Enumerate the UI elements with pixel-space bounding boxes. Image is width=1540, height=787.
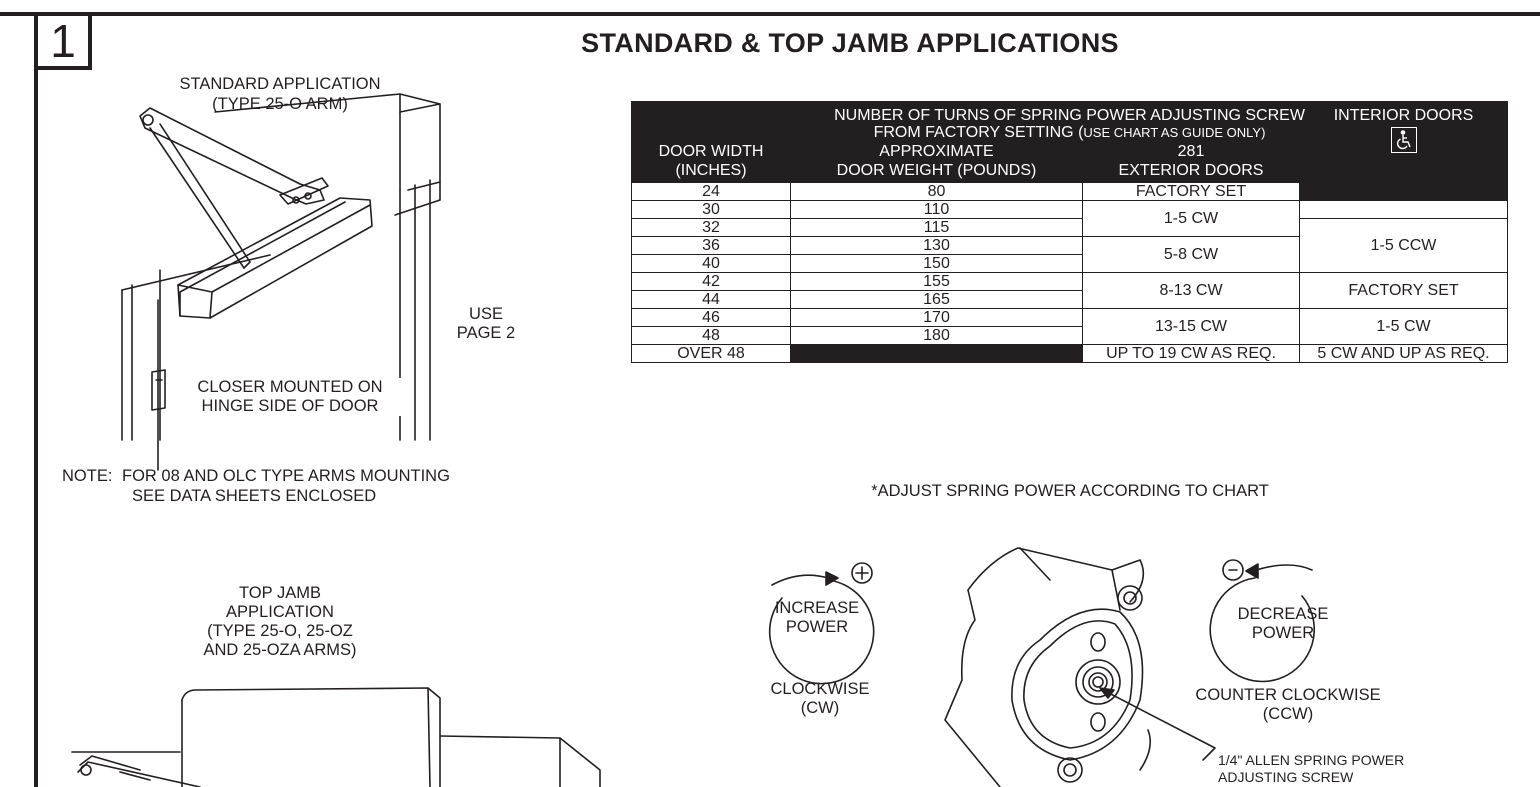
cell-weight: 115 <box>790 218 1083 237</box>
cell-interior: 5 CW AND UP AS REQ. <box>1298 344 1509 363</box>
cell-width: 44 <box>631 290 791 309</box>
cell-exterior: 5-8 CW <box>1082 236 1300 273</box>
cell-width: 48 <box>631 326 791 345</box>
use-page-label: USE PAGE 2 <box>456 305 516 342</box>
table-row: 24 80 FACTORY SET <box>631 182 1508 201</box>
table-header-line-2-small: USE CHART AS GUIDE ONLY) <box>1083 125 1266 140</box>
standard-application-illustration <box>121 93 441 471</box>
cell-exterior: UP TO 19 CW AS REQ. <box>1082 344 1300 363</box>
step-number: 1 <box>34 12 92 70</box>
closer-mounted-note: CLOSER MOUNTED ON HINGE SIDE OF DOOR <box>170 378 410 416</box>
cell-width: 30 <box>631 200 791 219</box>
table-row: 42 155 8-13 CW FACTORY SET <box>631 272 1509 309</box>
adjust-spring-note: *ADJUST SPRING POWER ACCORDING TO CHART <box>871 482 1269 500</box>
cell-interior-empty <box>1298 200 1509 219</box>
table-row: 46 170 13-15 CW 1-5 CW <box>631 308 1509 345</box>
table-row: 30 110 1-5 CW <box>631 200 1509 237</box>
col-door-width: DOOR WIDTH (INCHES) <box>631 141 791 183</box>
allen-screw-callout: 1/4" ALLEN SPRING POWER ADJUSTING SCREW <box>1218 752 1405 785</box>
cell-width: 40 <box>631 254 791 273</box>
standard-application-subtitle: (TYPE 25-O ARM) <box>212 95 348 113</box>
table-header-title: NUMBER OF TURNS OF SPRING POWER ADJUSTIN… <box>630 101 1509 142</box>
col-door-weight: APPROXIMATE DOOR WEIGHT (POUNDS) <box>790 141 1083 183</box>
cell-weight: 170 <box>790 308 1083 327</box>
decrease-power-dial-graphic <box>1209 563 1316 683</box>
frame-left-rule <box>34 12 38 787</box>
note-line-2: SEE DATA SHEETS ENCLOSED <box>132 487 377 505</box>
cell-weight: 165 <box>790 290 1083 309</box>
cell-weight: 80 <box>790 182 1083 201</box>
cell-weight-blank <box>790 344 1083 363</box>
table-column-header-row: DOOR WIDTH (INCHES) APPROXIMATE DOOR WEI… <box>631 107 1509 201</box>
cell-width: 36 <box>631 236 791 255</box>
cell-interior: 1-5 CCW <box>1298 218 1509 273</box>
cell-width: 24 <box>631 182 791 201</box>
cell-weight: 180 <box>790 326 1083 345</box>
cell-exterior: 13-15 CW <box>1082 308 1300 345</box>
cell-exterior: 1-5 CW <box>1082 200 1300 237</box>
table-header-line-2-main: FROM FACTORY SETTING ( <box>873 124 1084 141</box>
cell-width: 46 <box>631 308 791 327</box>
table-header-line-2: FROM FACTORY SETTING (USE CHART AS GUIDE… <box>632 124 1507 141</box>
wheelchair-icon <box>1390 127 1417 153</box>
page-title: STANDARD & TOP JAMB APPLICATIONS <box>581 28 1119 58</box>
top-jamb-application-illustration <box>71 687 601 787</box>
minus-icon <box>1222 559 1244 581</box>
closer-end-cap-graphic <box>944 547 1151 787</box>
callout-arrowhead <box>1099 687 1115 699</box>
cell-weight: 130 <box>790 236 1083 255</box>
col-exterior-doors: 281 EXTERIOR DOORS <box>1082 141 1300 183</box>
cell-width: 42 <box>631 272 791 291</box>
cell-weight: 150 <box>790 254 1083 273</box>
plus-icon-mark <box>855 566 869 580</box>
note-line-1: FOR 08 AND OLC TYPE ARMS MOUNTING <box>122 467 450 485</box>
table-header-row: NUMBER OF TURNS OF SPRING POWER ADJUSTIN… <box>630 101 1509 142</box>
callout-leader <box>1102 689 1216 761</box>
decrease-power-label: DECREASE POWER <box>1237 605 1329 642</box>
table-row: 32 115 1-5 CCW <box>631 218 1509 273</box>
cell-width: 32 <box>631 218 791 237</box>
cell-exterior: FACTORY SET <box>1082 182 1300 201</box>
plus-icon <box>851 562 873 584</box>
cell-width: OVER 48 <box>631 344 791 363</box>
cell-exterior: 8-13 CW <box>1082 272 1300 309</box>
cell-weight: 155 <box>790 272 1083 291</box>
table-row: 40 150 <box>631 254 1508 273</box>
cell-weight: 110 <box>790 200 1083 219</box>
col-interior-doors-label: INTERIOR DOORS <box>1333 107 1474 124</box>
spring-power-table: NUMBER OF TURNS OF SPRING POWER ADJUSTIN… <box>630 101 1509 363</box>
col-interior-doors: INTERIOR DOORS <box>1298 107 1509 201</box>
table-header-line-1: NUMBER OF TURNS OF SPRING POWER ADJUSTIN… <box>834 107 1305 124</box>
note-prefix: NOTE: <box>62 467 113 485</box>
cell-interior: 1-5 CW <box>1298 308 1509 345</box>
increase-power-dial-graphic <box>768 571 875 685</box>
counter-clockwise-label: COUNTER CLOCKWISE (CCW) <box>1195 686 1381 723</box>
frame-top-rule <box>0 12 1540 16</box>
clockwise-label: CLOCKWISE (CW) <box>770 680 870 717</box>
table-row: OVER 48 UP TO 19 CW AS REQ. 5 CW AND UP … <box>631 344 1509 363</box>
increase-power-label: INCREASE POWER <box>774 599 860 636</box>
cell-interior: FACTORY SET <box>1298 272 1509 309</box>
standard-application-title: STANDARD APPLICATION <box>179 75 381 93</box>
top-jamb-label: TOP JAMB APPLICATION (TYPE 25-O, 25-OZ A… <box>203 584 357 659</box>
